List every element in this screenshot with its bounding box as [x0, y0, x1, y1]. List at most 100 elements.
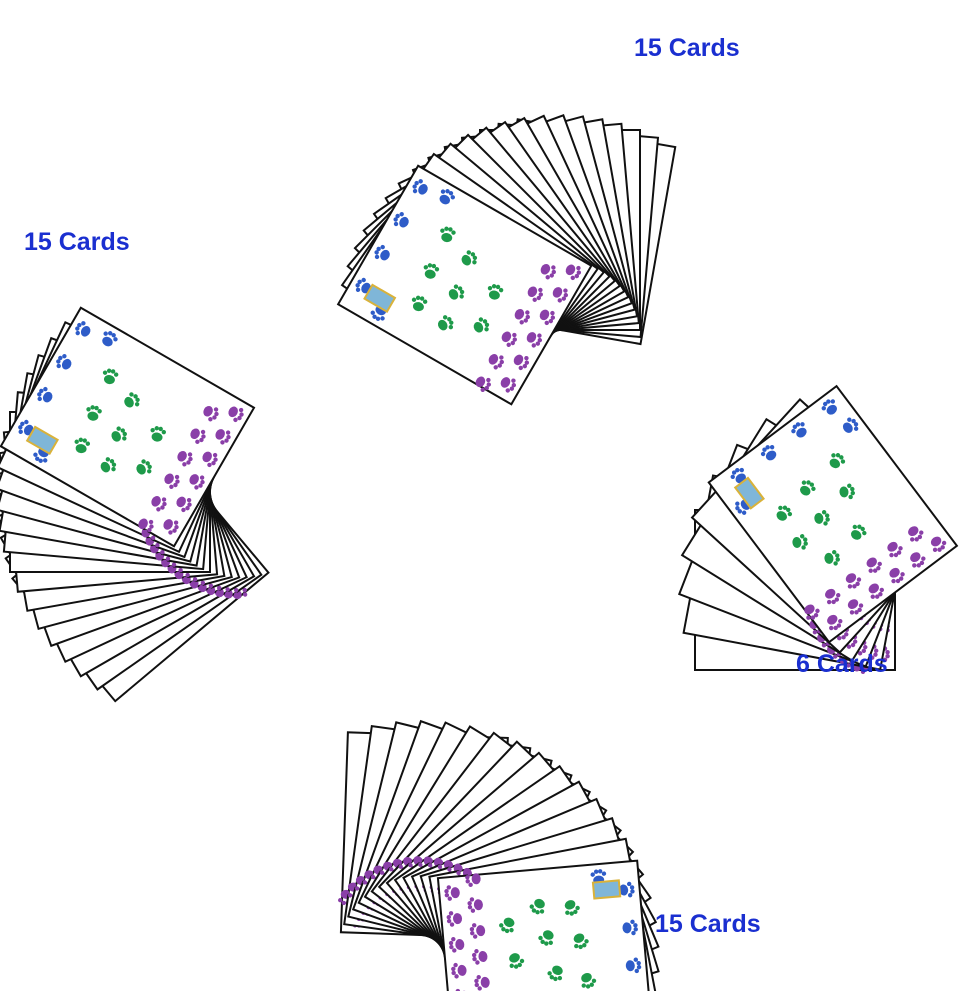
paw-print-icon — [202, 451, 218, 468]
paw-print-icon — [423, 263, 440, 279]
paw-print-icon — [908, 526, 924, 542]
paw-print-icon — [824, 549, 840, 566]
card-tag-icon — [733, 476, 765, 510]
paw-print-icon — [439, 189, 455, 205]
paw-print-icon — [845, 573, 862, 589]
paw-print-icon — [827, 614, 843, 631]
card-count-label-bottom: 15 Cards — [655, 910, 761, 938]
paw-print-icon — [552, 287, 569, 303]
card-tag-icon — [591, 879, 622, 900]
card-count-label-top: 15 Cards — [634, 34, 740, 62]
paw-print-icon — [825, 588, 841, 605]
paw-print-icon — [446, 911, 463, 927]
paw-print-icon — [565, 264, 582, 281]
paw-print-icon — [847, 599, 864, 615]
paw-print-icon — [74, 437, 91, 454]
paw-print-icon — [540, 263, 556, 280]
paw-print-icon — [467, 897, 483, 913]
paw-print-icon — [164, 473, 180, 490]
paw-print-icon — [889, 567, 905, 584]
paw-print-icon — [501, 331, 517, 348]
paw-print-icon — [374, 244, 390, 261]
paw-print-icon — [791, 422, 807, 438]
card-fan-top — [336, 114, 677, 406]
paw-print-icon — [821, 399, 837, 415]
paw-print-icon — [215, 429, 231, 445]
paw-print-icon — [124, 392, 140, 408]
paw-print-icon — [136, 459, 152, 475]
paw-print-icon — [850, 524, 867, 540]
card-count-label-right: 6 Cards — [796, 650, 888, 678]
paw-print-icon — [814, 510, 830, 526]
paw-print-icon — [842, 417, 859, 433]
paw-print-icon — [910, 552, 926, 568]
card-fan-bottom — [338, 719, 660, 991]
paw-print-icon — [455, 988, 469, 991]
paw-print-icon — [177, 451, 193, 467]
card-fan-left — [0, 306, 270, 703]
paw-print-icon — [487, 284, 504, 300]
paw-print-icon — [526, 332, 543, 348]
paw-print-icon — [355, 277, 371, 294]
paw-print-icon — [176, 496, 192, 513]
paw-print-icon — [189, 474, 205, 490]
paw-print-icon — [868, 583, 884, 599]
paw-print-icon — [102, 368, 119, 385]
paw-print-icon — [475, 376, 491, 393]
paw-print-icon — [500, 377, 517, 393]
paw-print-icon — [151, 496, 167, 512]
paw-print-icon — [203, 405, 219, 422]
card-face-up-left-0 — [0, 306, 256, 548]
paw-print-icon — [473, 317, 490, 333]
paw-print-icon — [461, 250, 478, 266]
card-face-up-top-0 — [336, 164, 593, 406]
paw-print-icon — [469, 923, 486, 939]
paw-print-icon — [539, 309, 556, 326]
paw-print-icon — [839, 483, 855, 500]
paw-print-icon — [437, 315, 454, 331]
paw-print-icon — [411, 295, 428, 312]
paw-print-icon — [529, 898, 545, 915]
paw-print-icon — [619, 881, 635, 898]
paw-print-icon — [393, 211, 409, 228]
paw-print-icon — [102, 331, 118, 347]
paw-print-icon — [581, 972, 597, 989]
card-tag-icon — [25, 425, 60, 456]
paw-print-icon — [564, 900, 580, 916]
paw-print-icon — [138, 518, 154, 535]
paw-print-icon — [930, 536, 947, 552]
paw-print-icon — [527, 286, 543, 302]
paw-print-icon — [86, 405, 102, 421]
paw-print-icon — [547, 965, 563, 982]
paw-print-icon — [190, 428, 206, 444]
paw-print-icon — [56, 353, 72, 370]
paw-print-icon — [538, 930, 554, 946]
paw-print-icon — [509, 953, 525, 969]
paw-print-icon — [573, 933, 589, 950]
paw-print-icon — [150, 426, 167, 442]
paw-print-icon — [440, 226, 456, 243]
paw-print-icon — [513, 354, 530, 371]
paw-print-icon — [804, 604, 820, 620]
paw-print-icon — [448, 284, 465, 300]
paw-print-icon — [499, 917, 515, 934]
paw-print-icon — [488, 354, 504, 370]
paw-print-icon — [465, 871, 481, 888]
card-tag-icon — [363, 283, 397, 314]
paw-print-icon — [412, 179, 428, 195]
paw-print-icon — [760, 444, 777, 461]
card-count-label-left: 15 Cards — [24, 228, 130, 256]
card-face-up-bottom-14 — [436, 859, 653, 991]
paw-print-icon — [163, 519, 179, 535]
paw-print-icon — [100, 457, 117, 473]
paw-print-icon — [37, 386, 53, 403]
paw-print-icon — [622, 919, 638, 936]
card-face-up-right-5 — [707, 384, 959, 644]
paw-print-icon — [444, 885, 460, 901]
paw-print-icon — [792, 534, 808, 550]
paw-print-icon — [887, 541, 903, 558]
paw-print-icon — [471, 949, 488, 965]
paw-print-icon — [800, 480, 816, 496]
paw-print-icon — [111, 426, 127, 442]
